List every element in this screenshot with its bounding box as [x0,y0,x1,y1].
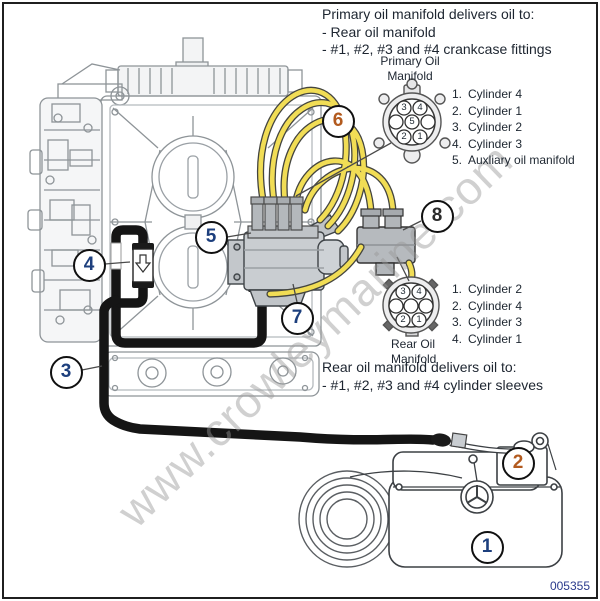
primary-port-2: 2 [401,131,407,142]
legend-item: 3.Cylinder 2 [452,120,523,135]
aux-manifold-fittings [360,208,404,229]
rear-port-2: 2 [400,314,406,325]
primary-manifold-diagram [373,78,451,164]
legend-item: 5.Auxliary oil manifold [452,153,575,168]
tank-inlet-fitting [431,432,523,454]
primary-manifold-label: Primary Oil Manifold [380,54,440,83]
legend-item: 1.Cylinder 4 [452,87,523,101]
doc-number: 005355 [549,579,590,593]
black-oil-hoses [99,225,438,445]
rear-port-3: 3 [400,286,406,297]
callout-6: 6 [321,104,355,138]
legend-item: 4.Cylinder 1 [452,331,523,346]
callout-8: 8 [420,199,454,233]
primary-port-4: 4 [417,102,423,113]
primary-note: Primary oil manifold delivers oil to: - … [322,6,552,59]
rear-note: Rear oil manifold delivers oil to: - #1,… [322,359,543,394]
pump-hose-fittings [247,196,319,239]
callout-7: 7 [280,301,314,335]
primary-note-title: Primary oil manifold delivers oil to: [322,6,535,22]
rear-port-1: 1 [416,314,422,325]
hose-label-sticker [110,242,122,270]
primary-port-3: 3 [401,102,407,113]
leader-lines [81,142,422,371]
primary-note-line: - Rear oil manifold [322,23,436,40]
legend-item: 2.Cylinder 4 [452,298,523,313]
rear-note-line: - #1, #2, #3 and #4 cylinder sleeves [322,376,544,393]
inline-oil-filter [132,243,154,288]
rear-manifold-label: Rear Oil Manifold [391,337,437,366]
legend-item: 4.Cylinder 3 [452,136,523,151]
callout-4: 4 [72,248,106,282]
rear-note-title: Rear oil manifold delivers oil to: [322,359,517,375]
legend-item: 3.Cylinder 3 [452,315,523,330]
legend-item: 2.Cylinder 1 [452,103,523,118]
callout-5: 5 [194,220,228,254]
primary-port-1: 1 [417,131,423,142]
aux-manifold-block [356,226,416,276]
callout-3: 3 [49,355,83,389]
legend-item: 1.Cylinder 2 [452,282,523,296]
callout-1: 1 [470,530,504,564]
rear-manifold-diagram [382,276,440,337]
callout-2: 2 [501,446,535,480]
rear-port-4: 4 [416,286,422,297]
primary-manifold-legend: 1.Cylinder 4 2.Cylinder 1 3.Cylinder 2 4… [452,86,575,169]
rear-manifold-legend: 1.Cylinder 2 2.Cylinder 4 3.Cylinder 3 4… [452,281,522,347]
oil-pump-assembly [227,214,349,307]
primary-port-5: 5 [409,116,415,127]
hose-coil [298,470,396,568]
primary-note-line: - #1, #2, #3 and #4 crankcase fittings [322,41,552,57]
